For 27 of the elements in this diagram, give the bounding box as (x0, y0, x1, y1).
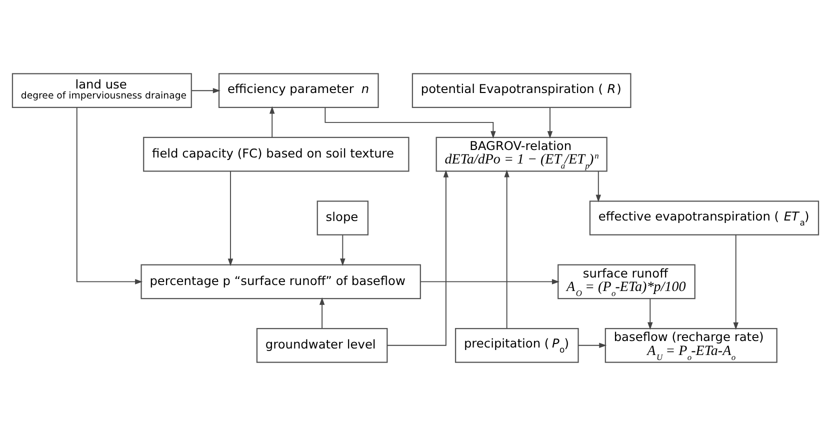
node-box: efficiency parameter n (218, 73, 379, 108)
node-box: precipitation (P$_{o}$) (454, 328, 579, 363)
node-box: groundwater level (256, 328, 388, 363)
node-box: land use degree of imperviousness drainage (12, 73, 192, 108)
arrow (228, 170, 234, 266)
node-box: field capacity (FC) based on soil texture (143, 136, 410, 172)
arrow (596, 170, 602, 202)
arrow (324, 107, 496, 139)
node-box: slope (316, 200, 369, 236)
arrow (319, 297, 325, 329)
node-box: BAGROV-relation dETa/dPo = 1 − (ET$_{a}$/ET$_{p}$)$^{n}$ (436, 136, 608, 172)
arrow (386, 170, 449, 346)
arrow (76, 107, 143, 284)
node-box: surface runoff A$_{O}$ = (P$_{o}$-ETa)*p/100 (558, 264, 696, 300)
node-box: baseflow (recharge rate) A$_{U}$ = P$_{o}$-ETa-A$_{o}$ (604, 328, 778, 363)
arrow (191, 88, 220, 94)
node-box: potential Evapotranspiration (R) (412, 73, 632, 108)
node-box: effective evapotranspiration (ET$_{a}$) (589, 200, 820, 236)
arrow (578, 342, 607, 348)
arrow (733, 234, 738, 330)
arrow (547, 107, 553, 139)
arrow (504, 170, 510, 329)
arrow (420, 279, 560, 284)
arrow (340, 234, 346, 266)
node-box: percentage p “surface runoff” of baseflow (140, 264, 421, 300)
arrow (269, 106, 275, 138)
arrow (648, 298, 653, 330)
